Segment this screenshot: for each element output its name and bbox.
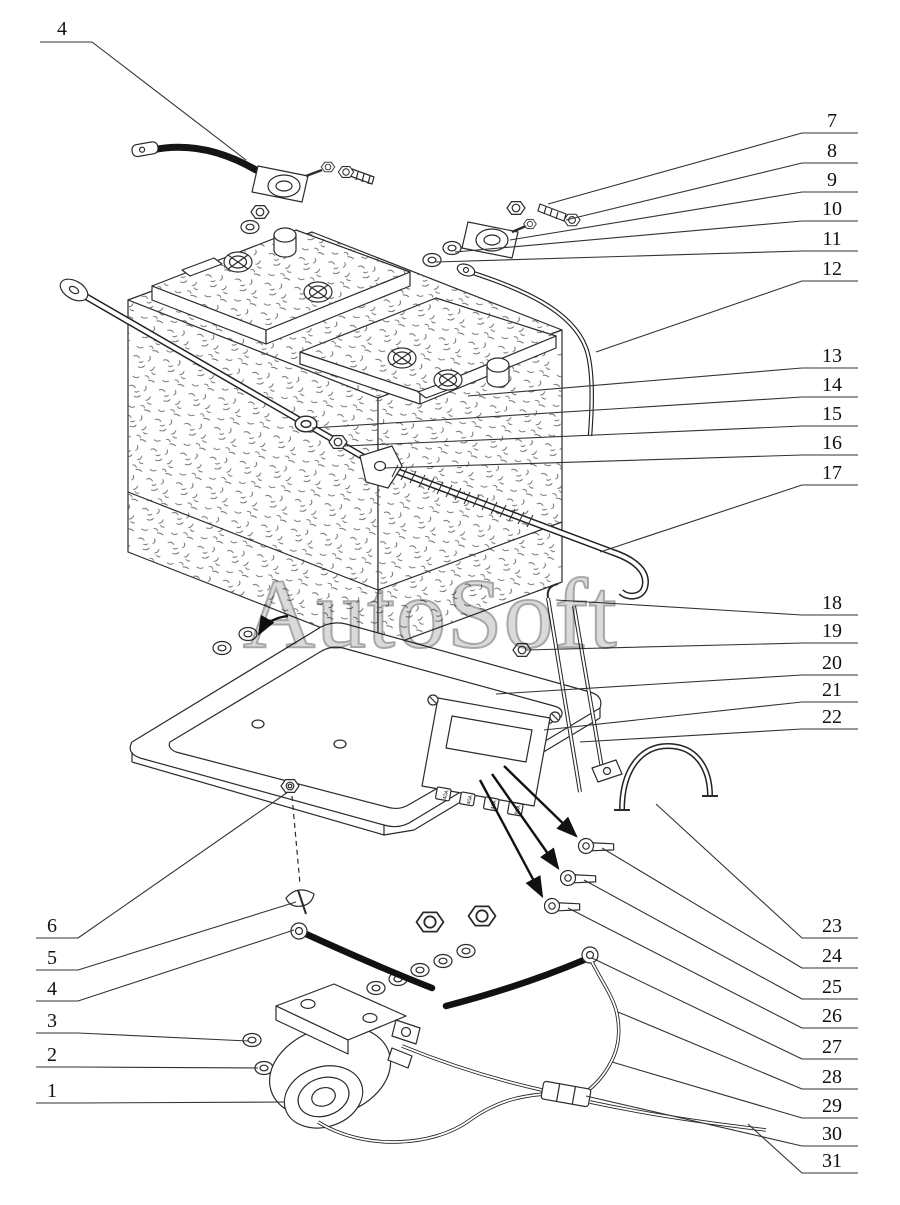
cable-clamp	[285, 889, 315, 915]
washer	[242, 1032, 262, 1048]
inline-connector	[540, 1080, 592, 1108]
terminal-stud	[387, 1047, 413, 1069]
link-rod	[456, 263, 595, 437]
battery-cable	[302, 930, 436, 992]
callout-21: 21	[822, 679, 842, 701]
callout-22: 22	[822, 706, 842, 728]
fuse-label: 40A	[466, 794, 474, 805]
callout-9: 9	[827, 169, 837, 191]
nut	[467, 905, 497, 927]
nut	[415, 911, 445, 933]
callout-18: 18	[822, 592, 842, 614]
callout-10: 10	[822, 198, 842, 220]
hardware-cluster	[422, 201, 581, 268]
tray-bolt	[280, 778, 300, 794]
callout-25: 25	[822, 976, 842, 998]
vent-cap	[387, 347, 417, 369]
vent-cap	[223, 251, 253, 273]
callout-3: 3	[47, 1010, 57, 1032]
callout-20: 20	[822, 652, 842, 674]
callout-24: 24	[822, 945, 842, 967]
terminal-clamp-top	[131, 141, 375, 235]
battery-cover-right	[299, 297, 557, 405]
callout-26: 26	[822, 1005, 842, 1027]
vent-cap	[303, 281, 333, 303]
nut	[250, 205, 270, 219]
callout-12: 12	[822, 258, 842, 280]
battery-terminal-post	[273, 227, 297, 258]
battery-cable	[442, 956, 588, 1010]
washer	[240, 219, 260, 235]
thread-section	[391, 464, 534, 528]
callout-8: 8	[827, 140, 837, 162]
battery-terminal-post	[486, 357, 510, 388]
callout-28: 28	[822, 1066, 842, 1088]
callout-2: 2	[47, 1044, 57, 1066]
strap-bracket	[591, 743, 718, 811]
screw	[427, 694, 439, 706]
callout-13: 13	[822, 345, 842, 367]
callout-4: 4	[47, 978, 57, 1000]
callout-29: 29	[822, 1095, 842, 1117]
callout-27: 27	[822, 1036, 842, 1058]
callout-31: 31	[822, 1150, 842, 1172]
callout-top-4: 4	[57, 18, 67, 40]
fuse-label: 40A	[442, 789, 450, 800]
callout-1: 1	[47, 1080, 57, 1102]
rod-bracket	[359, 445, 403, 489]
washer	[212, 640, 232, 656]
callout-15: 15	[822, 403, 842, 425]
leader-lines	[36, 41, 858, 1174]
bottom-hardware	[290, 905, 599, 1010]
lead-arrows	[478, 765, 578, 899]
bolt	[337, 166, 375, 185]
callout-30: 30	[822, 1123, 842, 1145]
starter-assembly	[242, 983, 421, 1129]
callout-16: 16	[822, 432, 842, 454]
bolt	[537, 203, 581, 227]
washer	[422, 252, 442, 268]
callout-14: 14	[822, 374, 842, 396]
callout-6: 6	[47, 915, 57, 937]
battery-cover-left	[151, 227, 411, 345]
vent-cap	[433, 369, 463, 391]
callout-7: 7	[827, 110, 837, 132]
screw	[549, 711, 561, 723]
washer	[294, 415, 318, 433]
callout-5: 5	[47, 947, 57, 969]
direction-arrow	[257, 614, 289, 636]
washer	[442, 240, 462, 256]
frame-rods	[546, 583, 606, 793]
battery	[127, 227, 563, 651]
hold-down-rod	[59, 278, 649, 600]
callout-11: 11	[822, 228, 842, 250]
watermark: AutoSoft	[242, 557, 618, 670]
nut	[506, 201, 526, 215]
callout-19: 19	[822, 620, 842, 642]
callout-23: 23	[822, 915, 842, 937]
callout-17: 17	[822, 462, 842, 484]
